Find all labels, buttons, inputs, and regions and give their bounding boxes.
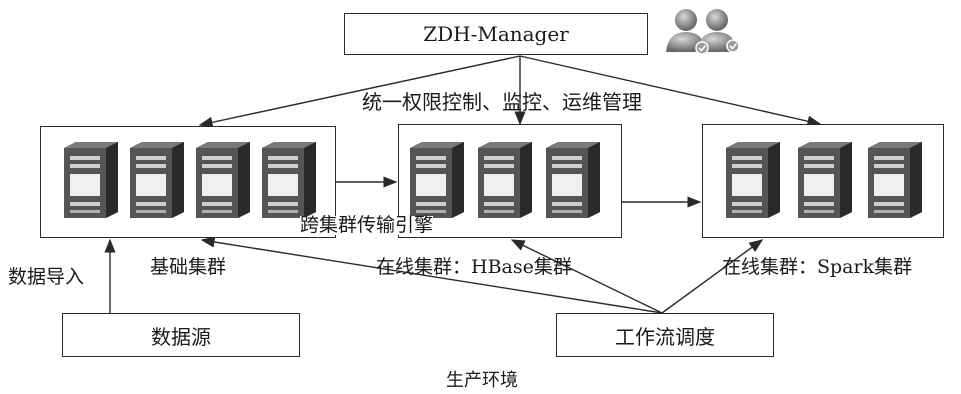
server-tower-icon <box>194 140 252 220</box>
server-tower-icon <box>128 140 186 220</box>
data-source-box[interactable]: 数据源 <box>62 313 300 357</box>
base-cluster-label: 基础集群 <box>150 256 227 278</box>
arrow-manager-to-base <box>198 55 521 128</box>
server-tower-icon <box>408 140 466 220</box>
workflow-scheduler-box[interactable]: 工作流调度 <box>556 313 774 357</box>
server-tower-icon <box>476 140 534 220</box>
data-import-label: 数据导入 <box>8 266 85 288</box>
transfer-engine-label: 跨集群传输引擎 <box>300 214 434 236</box>
arrow-manager-to-spark <box>519 55 822 127</box>
server-tower-icon <box>866 140 924 220</box>
users-admin-icon <box>666 9 740 55</box>
spark-cluster-label: 在线集群：Spark集群 <box>722 256 913 278</box>
arrow-scheduler-to-base <box>200 236 663 314</box>
arrow-scheduler-to-hbase <box>510 239 663 314</box>
workflow-scheduler-label: 工作流调度 <box>615 324 715 349</box>
server-tower-icon <box>796 140 854 220</box>
control-label: 统一权限控制、监控、运维管理 <box>362 90 642 114</box>
server-tower-icon <box>260 140 318 220</box>
zdh-manager-label: ZDH-Manager <box>423 22 569 46</box>
data-source-label: 数据源 <box>151 324 211 349</box>
hbase-cluster-label: 在线集群：HBase集群 <box>376 256 572 278</box>
zdh-manager-box[interactable]: ZDH-Manager <box>344 13 648 55</box>
server-tower-icon <box>544 140 602 220</box>
arrow-scheduler-to-spark <box>661 239 764 314</box>
figure-caption: 生产环境 <box>446 370 518 391</box>
server-tower-icon <box>724 140 782 220</box>
server-tower-icon <box>62 140 120 220</box>
